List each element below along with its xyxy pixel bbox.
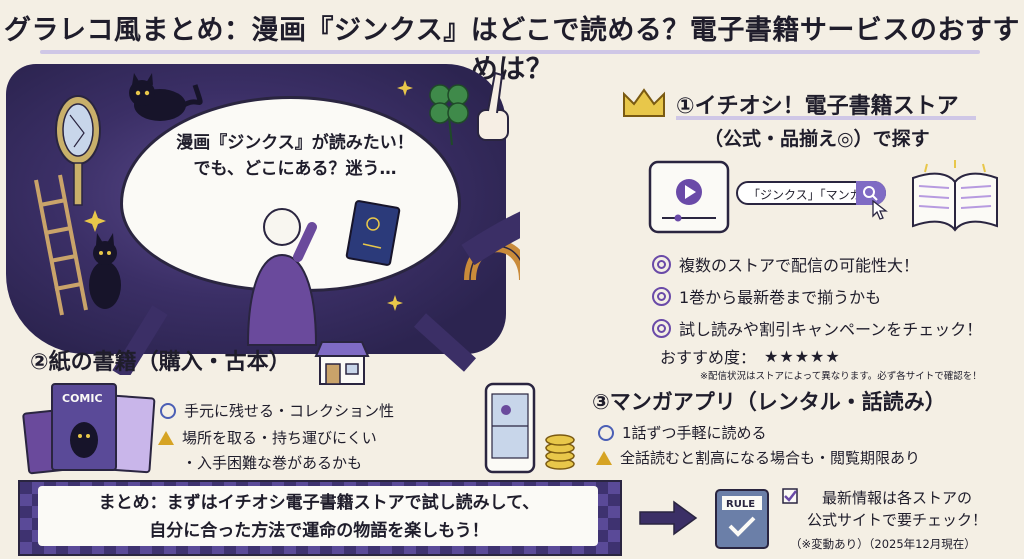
paper-pro: 手元に残せる・コレクション性 <box>160 400 394 421</box>
circle-icon <box>598 424 614 441</box>
clover-icon <box>429 84 469 146</box>
video-player-icon <box>648 160 730 234</box>
spell-book <box>345 200 401 266</box>
summary-text: まとめ：まずはイチオシ電子書籍ストアで試し読みして、 自分に合った方法で運命の物… <box>44 489 594 545</box>
paper-con-text-2: ・入手困難な巻があるかも <box>182 454 363 472</box>
rule-note: （※変動あり）（2025年12月現在） <box>790 537 976 551</box>
store-point-1: 複数のストアで配信の可能性大！ <box>652 252 919 276</box>
person-head-icon <box>263 208 301 246</box>
arrow-to-app-icon <box>413 313 477 372</box>
book-cover-icon <box>345 200 401 266</box>
store-point-text: 試し読みや割引キャンペーンをチェック！ <box>679 320 983 339</box>
comic-stack-icon: COMIC <box>22 383 156 475</box>
app-con: 全話読むと割高になる場合も・閲覧期限あり <box>596 447 920 468</box>
rule-line-1: 最新情報は各ストアの <box>821 489 972 507</box>
arrow-right-icon <box>639 500 698 536</box>
thought-line-1: 漫画『ジンクス』が読みたい！ <box>176 133 414 153</box>
double-circle-icon <box>652 286 671 306</box>
thought-text: 漫画『ジンクス』が読みたい！ でも、どこにある？迷う… <box>145 130 445 182</box>
mirror-icon <box>55 95 101 206</box>
comic-label: COMIC <box>62 392 103 405</box>
rule-text: 最新情報は各ストアの 公式サイトで要チェック！ <box>802 487 992 531</box>
store-heading: ①イチオシ！電子書籍ストア <box>676 94 959 119</box>
circle-icon <box>160 402 176 419</box>
double-circle-icon <box>652 318 671 338</box>
paper-pro-text: 手元に残せる・コレクション性 <box>184 402 395 420</box>
thought-line-2: でも、どこにある？迷う… <box>193 159 397 179</box>
paper-con-text: 場所を取る・持ち運びにくい <box>182 429 377 447</box>
rule-line-2: 公式サイトで要チェック！ <box>806 511 987 529</box>
triangle-icon <box>158 430 174 445</box>
sitting-cat-icon <box>89 233 121 309</box>
store-point-3: 試し読みや割引キャンペーンをチェック！ <box>652 316 982 340</box>
paper-con: 場所を取る・持ち運びにくい <box>158 427 377 448</box>
crossed-fingers-icon <box>477 71 509 141</box>
sparkle-icon <box>84 80 413 311</box>
search-icon <box>863 186 878 201</box>
rule-label: RULE <box>726 499 755 510</box>
summary-line-2: 自分に合った方法で運命の物語を楽しもう！ <box>149 521 489 541</box>
app-heading: ③マンガアプリ（レンタル・話読み） <box>592 390 946 414</box>
double-circle-icon <box>652 254 671 274</box>
bookshop-icon <box>314 341 370 385</box>
store-point-text: 1巻から最新巻まで揃うかも <box>679 288 882 307</box>
triangle-icon <box>596 450 612 465</box>
store-subheading: （公式・品揃え◎）で探す <box>704 128 930 150</box>
paper-heading: ②紙の書籍（購入・古本） <box>30 350 291 375</box>
rule-book-icon: RULE <box>715 489 769 549</box>
app-pro-text: 1話ずつ手軽に読める <box>622 424 767 442</box>
store-rating: おすすめ度： ★★★★★ <box>660 344 841 368</box>
store-point-text: 複数のストアで配信の可能性大！ <box>679 256 920 275</box>
phone-coins-icon <box>484 382 575 474</box>
black-cat-icon <box>129 73 203 121</box>
open-book-icon <box>912 160 998 232</box>
crown-icon <box>623 88 665 117</box>
hoodie-icon <box>246 253 318 345</box>
store-heading-underline <box>676 116 976 120</box>
store-point-2: 1巻から最新巻まで揃うかも <box>652 284 881 308</box>
rating-label: おすすめ度： <box>660 348 757 367</box>
page-title: グラレコ風まとめ：漫画『ジンクス』はどこで読める？電子書籍サービスのおすすめは？ <box>4 15 1020 85</box>
cursor-icon <box>872 200 888 220</box>
search-button[interactable] <box>856 181 886 205</box>
arrow-to-store-icon <box>461 211 520 266</box>
checkbox-icon <box>782 488 798 504</box>
summary-line-1: まとめ：まずはイチオシ電子書籍ストアで試し読みして、 <box>98 493 540 513</box>
search-value: 「ジンクス」「マンガ <box>748 188 862 202</box>
person-figure <box>246 208 318 345</box>
rating-stars: ★★★★★ <box>764 346 841 366</box>
arrow-to-paper-icon <box>112 305 168 375</box>
store-note: ※配信状況はストアによって異なります。必ず各サイトで確認を！ <box>700 371 982 382</box>
app-pro: 1話ずつ手軽に読める <box>598 422 767 443</box>
summary-panel <box>38 486 598 546</box>
search-input[interactable]: 「ジンクス」「マンガ <box>736 181 886 205</box>
paper-con-2: ・入手困難な巻があるかも <box>182 452 362 473</box>
title-underline <box>40 50 980 54</box>
app-con-text: 全話読むと割高になる場合も・閲覧期限あり <box>620 449 921 467</box>
ladder-icon <box>34 174 88 316</box>
